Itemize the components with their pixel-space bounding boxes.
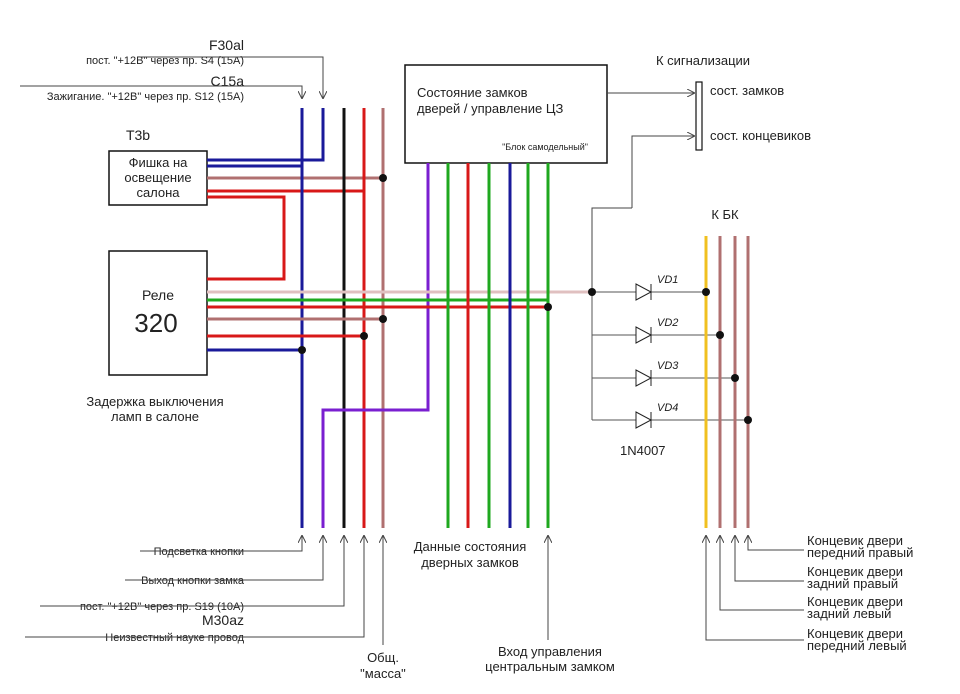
k-signal-label: К сигнализации	[656, 53, 750, 68]
vhod-line1: Вход управления	[498, 644, 602, 659]
diode-vd1	[635, 283, 653, 301]
c15a-desc: Зажигание. "+12В" через пр. S12 (15A)	[47, 91, 244, 103]
signal-leaders	[591, 93, 694, 292]
obsh-line2: "масса"	[360, 666, 406, 681]
diode-vd4	[635, 411, 653, 429]
fishka-line1: Фишка на	[129, 155, 189, 170]
diode-bus	[591, 291, 748, 421]
diode-type-label: 1N4007	[620, 443, 666, 458]
krr-line2: задний правый	[807, 576, 898, 591]
dannye-line1: Данные состояния	[414, 539, 527, 554]
vd1-label: VD1	[657, 274, 678, 286]
wires-relay	[207, 290, 592, 352]
block-line1: Состояние замков	[417, 85, 528, 100]
fishka-line3: салона	[136, 185, 180, 200]
block-subtitle: "Блок самодельный"	[502, 142, 588, 152]
s19-label: пост. "+12В" через пр. S19 (10A)	[80, 601, 244, 613]
vd2-label: VD2	[657, 317, 678, 329]
kfr-line1: Концевик двери	[807, 533, 903, 548]
krl-line1: Концевик двери	[807, 594, 903, 609]
f30al-label: F30al	[209, 37, 244, 53]
relay-number: 320	[134, 308, 177, 338]
block-line2: дверей / управление ЦЗ	[417, 101, 563, 116]
relay-box	[108, 250, 208, 376]
kfl-line1: Концевик двери	[807, 626, 903, 641]
m30az-label: M30az	[202, 612, 244, 628]
diode-vd2	[635, 326, 653, 344]
k-bk-label: К БК	[711, 207, 739, 222]
wires-fishka	[207, 108, 383, 281]
delay-line1: Задержка выключения	[86, 394, 223, 409]
relay-label: Реле	[142, 287, 174, 303]
fishka-box	[108, 150, 208, 206]
f30al-desc: пост. "+12В" через пр. S4 (15A)	[86, 55, 244, 67]
vd4-label: VD4	[657, 402, 678, 414]
signal-connector	[695, 81, 703, 151]
podsvetka-label: Подсветка кнопки	[154, 546, 244, 558]
homemade-block	[404, 64, 608, 164]
bk-wires	[704, 236, 750, 528]
junctions	[298, 174, 752, 424]
bottom-right-leaders	[706, 536, 804, 641]
vhod-line2: центральным замком	[485, 659, 615, 674]
sost-zamkov-label: сост. замков	[710, 83, 784, 98]
obsh-line1: Общ.	[367, 650, 399, 665]
krr-line1: Концевик двери	[807, 564, 903, 579]
diode-vd3	[635, 369, 653, 387]
delay-line2: ламп в салоне	[111, 409, 199, 424]
kfl-line2: передний левый	[807, 638, 907, 653]
top-leaders	[20, 56, 323, 98]
dannye-line2: дверных замков	[421, 555, 519, 570]
bottom-left-leaders	[25, 536, 383, 645]
sost-konc-label: сост. концевиков	[710, 128, 811, 143]
vd3-label: VD3	[657, 360, 679, 372]
kfr-line2: передний правый	[807, 545, 913, 560]
neizv-label: Неизвестный науке провод	[105, 632, 244, 644]
krl-line2: задний левый	[807, 606, 891, 621]
wires-block	[446, 163, 550, 528]
fishka-line2: освещение	[124, 170, 191, 185]
vyhod-label: Выход кнопки замка	[141, 575, 245, 587]
t3b-label: T3b	[126, 127, 150, 143]
c15a-label: C15a	[211, 73, 245, 89]
